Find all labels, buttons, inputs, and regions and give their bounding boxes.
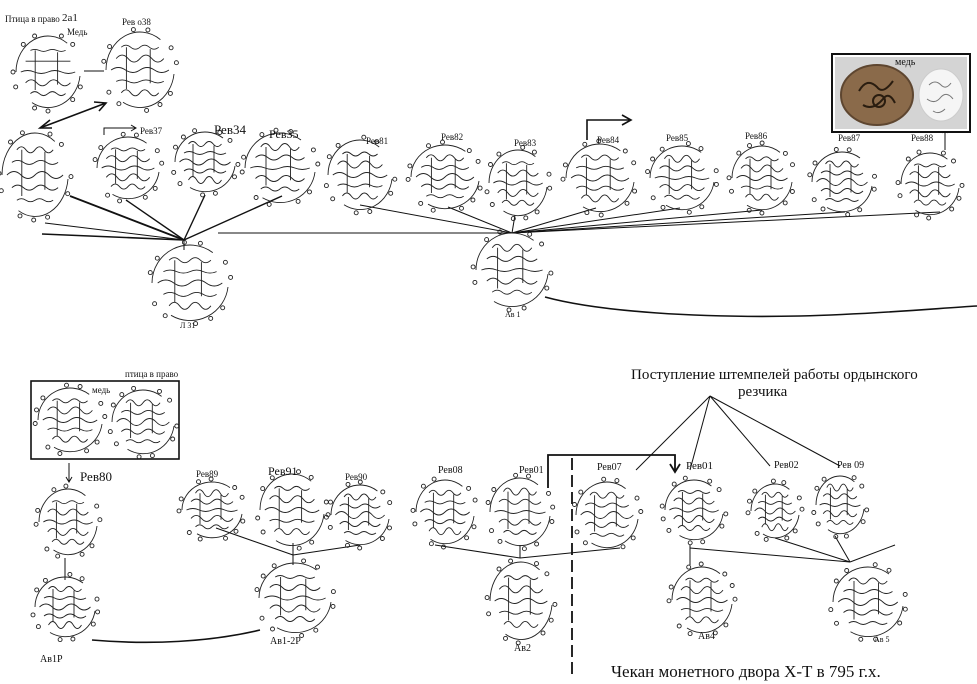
label-rev34: Рев34 (214, 122, 246, 137)
coin-rev90 (325, 479, 393, 551)
coin-rev80 (33, 483, 103, 559)
coin-rev89 (176, 476, 246, 542)
coin-rev09 (811, 475, 870, 540)
label-rev83: Рев83 (514, 138, 537, 148)
coin-rev07 (572, 476, 644, 550)
label-rev91: Рев91 (268, 464, 298, 478)
label-rev37: Рев37 (140, 126, 163, 136)
label-rev90: Рев90 (345, 472, 368, 482)
coin-rev81 (323, 134, 398, 216)
label-rev80: Рев80 (80, 469, 112, 484)
label-rev08: Рев08 (438, 465, 463, 476)
arrival-annotation-line1: Поступление штемпелей работы ордынского (631, 367, 918, 383)
coin-av2 (484, 558, 558, 646)
coin-rev86 (726, 140, 795, 216)
label-rev81: Рев81 (366, 136, 389, 146)
coin-rev08 (410, 476, 478, 550)
copper-coin-photo (835, 57, 967, 129)
coin-rev038 (101, 27, 179, 113)
coin-rev88 (895, 149, 965, 221)
label-rev07: Рев07 (597, 462, 622, 473)
label-copper-top: Медь (67, 27, 88, 37)
label-l31: Л 31 (180, 321, 196, 330)
label-rev01-left: Рев01 (519, 465, 544, 476)
bottom-copper-box (30, 380, 180, 460)
label-2a1: 2а1 (62, 12, 78, 24)
coin-rev35 (239, 127, 321, 207)
label-av1-2p: Ав1-2Р (270, 636, 301, 647)
label-rev09: Рев 09 (837, 460, 865, 471)
coin-rev83 (484, 144, 553, 222)
coin-bottom-copper-left (32, 382, 108, 456)
coin-rev84 (560, 138, 638, 218)
coin-av5 (828, 562, 908, 642)
arrow-rev37 (103, 127, 136, 135)
label-rev02: Рев02 (774, 460, 799, 471)
label-rev86: Рев86 (745, 131, 768, 141)
coin-av4 (666, 561, 738, 637)
label-copper-bottom: медь (92, 385, 111, 395)
coin-l31 (147, 239, 234, 327)
label-rev88: Рев88 (911, 133, 934, 143)
photo-copper-label: медь (895, 57, 916, 68)
label-av1p: Ав1Р (40, 654, 63, 665)
coin-rev82 (405, 139, 483, 213)
coin-bottom-copper-right (107, 385, 180, 460)
label-rev82: Рев82 (441, 132, 464, 142)
label-rev84: Рев84 (597, 135, 620, 145)
coin-av1 (470, 229, 554, 313)
coin-rev91 (255, 469, 329, 551)
label-rev35: Рев35 (269, 127, 299, 141)
coin-bird-copper (10, 33, 83, 114)
coin-rev01-right (659, 475, 729, 546)
label-rev01-right: Рев01 (686, 460, 714, 472)
coin-rev87 (807, 147, 877, 217)
coin-rev34 (171, 128, 241, 198)
label-bird-right-top: Птица в право (5, 14, 60, 24)
arrow-rev84 (586, 119, 630, 140)
label-bird-right-bottom: птица в право (125, 369, 179, 379)
label-av4: Ав4 (698, 631, 715, 642)
label-rev038: Рев о38 (122, 17, 151, 27)
arrival-annotation-line2: резчика (738, 384, 788, 400)
label-av1: Ав 1 (505, 310, 521, 319)
label-rev87: Рев87 (838, 133, 861, 143)
coin-av1-2p (254, 558, 336, 638)
label-rev85: Рев85 (666, 133, 689, 143)
label-av2: Ав2 (514, 643, 531, 654)
coin-rev01-left (485, 472, 556, 552)
mint-caption: Чекан монетного двора Х-Т в 795 г.х. (611, 662, 881, 681)
coin-rev85 (645, 141, 719, 215)
bracket-arrow (547, 454, 676, 488)
coin-rev02 (745, 478, 805, 542)
coin-rev37 (92, 131, 165, 204)
photo-box: медь (831, 53, 971, 133)
double-arrow (39, 102, 107, 129)
label-rev89: Рев89 (196, 469, 219, 479)
label-av5: Ав 5 (874, 635, 890, 644)
coin-av1p (30, 571, 101, 643)
coin-left-2a1 (0, 130, 74, 223)
